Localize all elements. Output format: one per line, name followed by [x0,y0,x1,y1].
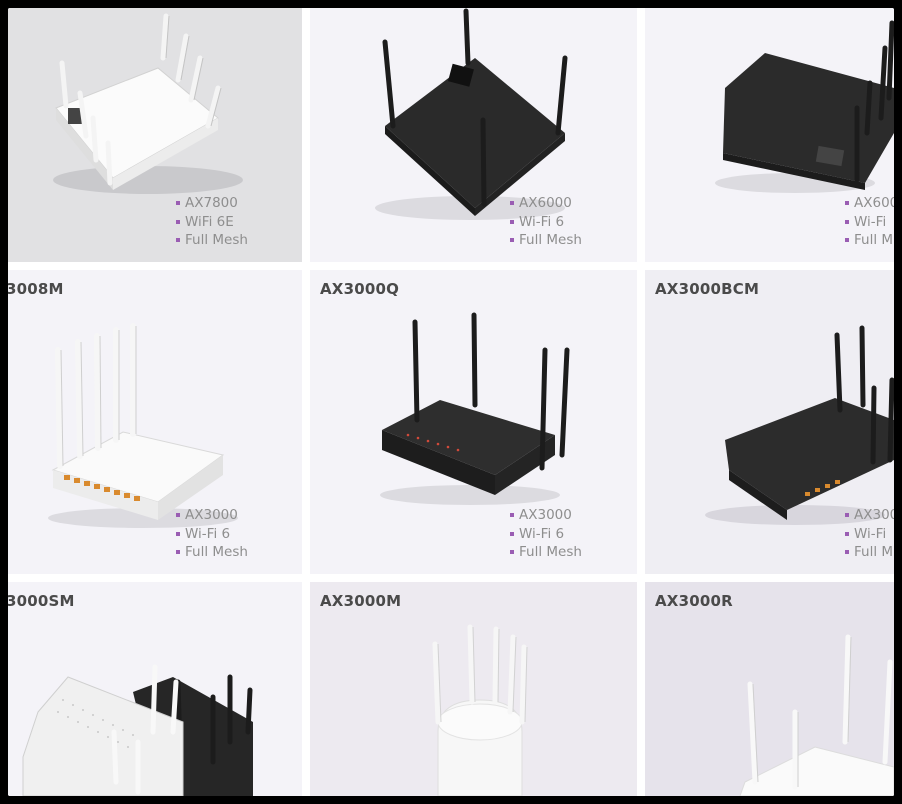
product-card-ax3000bcm[interactable]: AX3000BCM AX300 Wi-Fi Full M [645,270,894,574]
spec-item: AX3000 [510,506,582,525]
spec-item: AX7800 [176,194,248,213]
spec-item: Full M [845,543,894,562]
spec-item: Full M [845,231,894,250]
product-title[interactable]: AX3000BCM [655,280,760,298]
router-image [739,634,894,796]
product-title[interactable]: 3008M [8,280,64,298]
product-card-3000sm[interactable]: 3000SM [8,582,302,796]
product-card-ax3000q[interactable]: AX3000Q AX3000 Wi-Fi 6 Full Mesh [310,270,637,574]
spec-item: AX6000 [510,194,582,213]
product-title[interactable]: 3000SM [8,592,75,610]
router-image [22,664,253,796]
router-image [715,20,894,193]
product-card-ax6000[interactable]: AX6000 Wi-Fi 6 Full Mesh [310,8,637,262]
product-card-ax3000m[interactable]: AX3000M [310,582,637,796]
spec-item: AX600 [845,194,894,213]
router-image [53,13,243,194]
product-grid: AX7800 WiFi 6E Full Mesh AX6000 Wi-Fi 6 [8,8,894,796]
spec-item: Wi-Fi 6 [176,525,248,544]
spec-item: Wi-Fi [845,525,894,544]
spec-item: Full Mesh [176,231,248,250]
spec-item: AX300 [845,506,894,525]
product-card-ax6000-b[interactable]: AX600 Wi-Fi Full M [645,8,894,262]
spec-list: AX3000 Wi-Fi 6 Full Mesh [176,506,248,562]
spec-list: AX3000 Wi-Fi 6 Full Mesh [510,506,582,562]
spec-list: AX6000 Wi-Fi 6 Full Mesh [510,194,582,250]
product-card-ax3000r[interactable]: AX3000R [645,582,894,796]
spec-item: Full Mesh [510,231,582,250]
spec-item: Wi-Fi 6 [510,525,582,544]
router-image [380,312,570,505]
router-image [432,624,528,796]
product-title[interactable]: AX3000M [320,592,402,610]
spec-item: WiFi 6E [176,213,248,232]
product-title[interactable]: AX3000Q [320,280,400,298]
router-image [48,323,238,528]
spec-item: Full Mesh [176,543,248,562]
router-image [375,8,568,220]
spec-item: AX3000 [176,506,248,525]
spec-item: Wi-Fi 6 [510,213,582,232]
product-title[interactable]: AX3000R [655,592,733,610]
spec-item: Wi-Fi [845,213,894,232]
router-image [705,325,894,525]
product-card-3008m[interactable]: 3008M AX3000 Wi-Fi 6 Full Mesh [8,270,302,574]
spec-list: AX300 Wi-Fi Full M [845,506,894,562]
product-card-ax7800[interactable]: AX7800 WiFi 6E Full Mesh [8,8,302,262]
spec-item: Full Mesh [510,543,582,562]
spec-list: AX7800 WiFi 6E Full Mesh [176,194,248,250]
spec-list: AX600 Wi-Fi Full M [845,194,894,250]
